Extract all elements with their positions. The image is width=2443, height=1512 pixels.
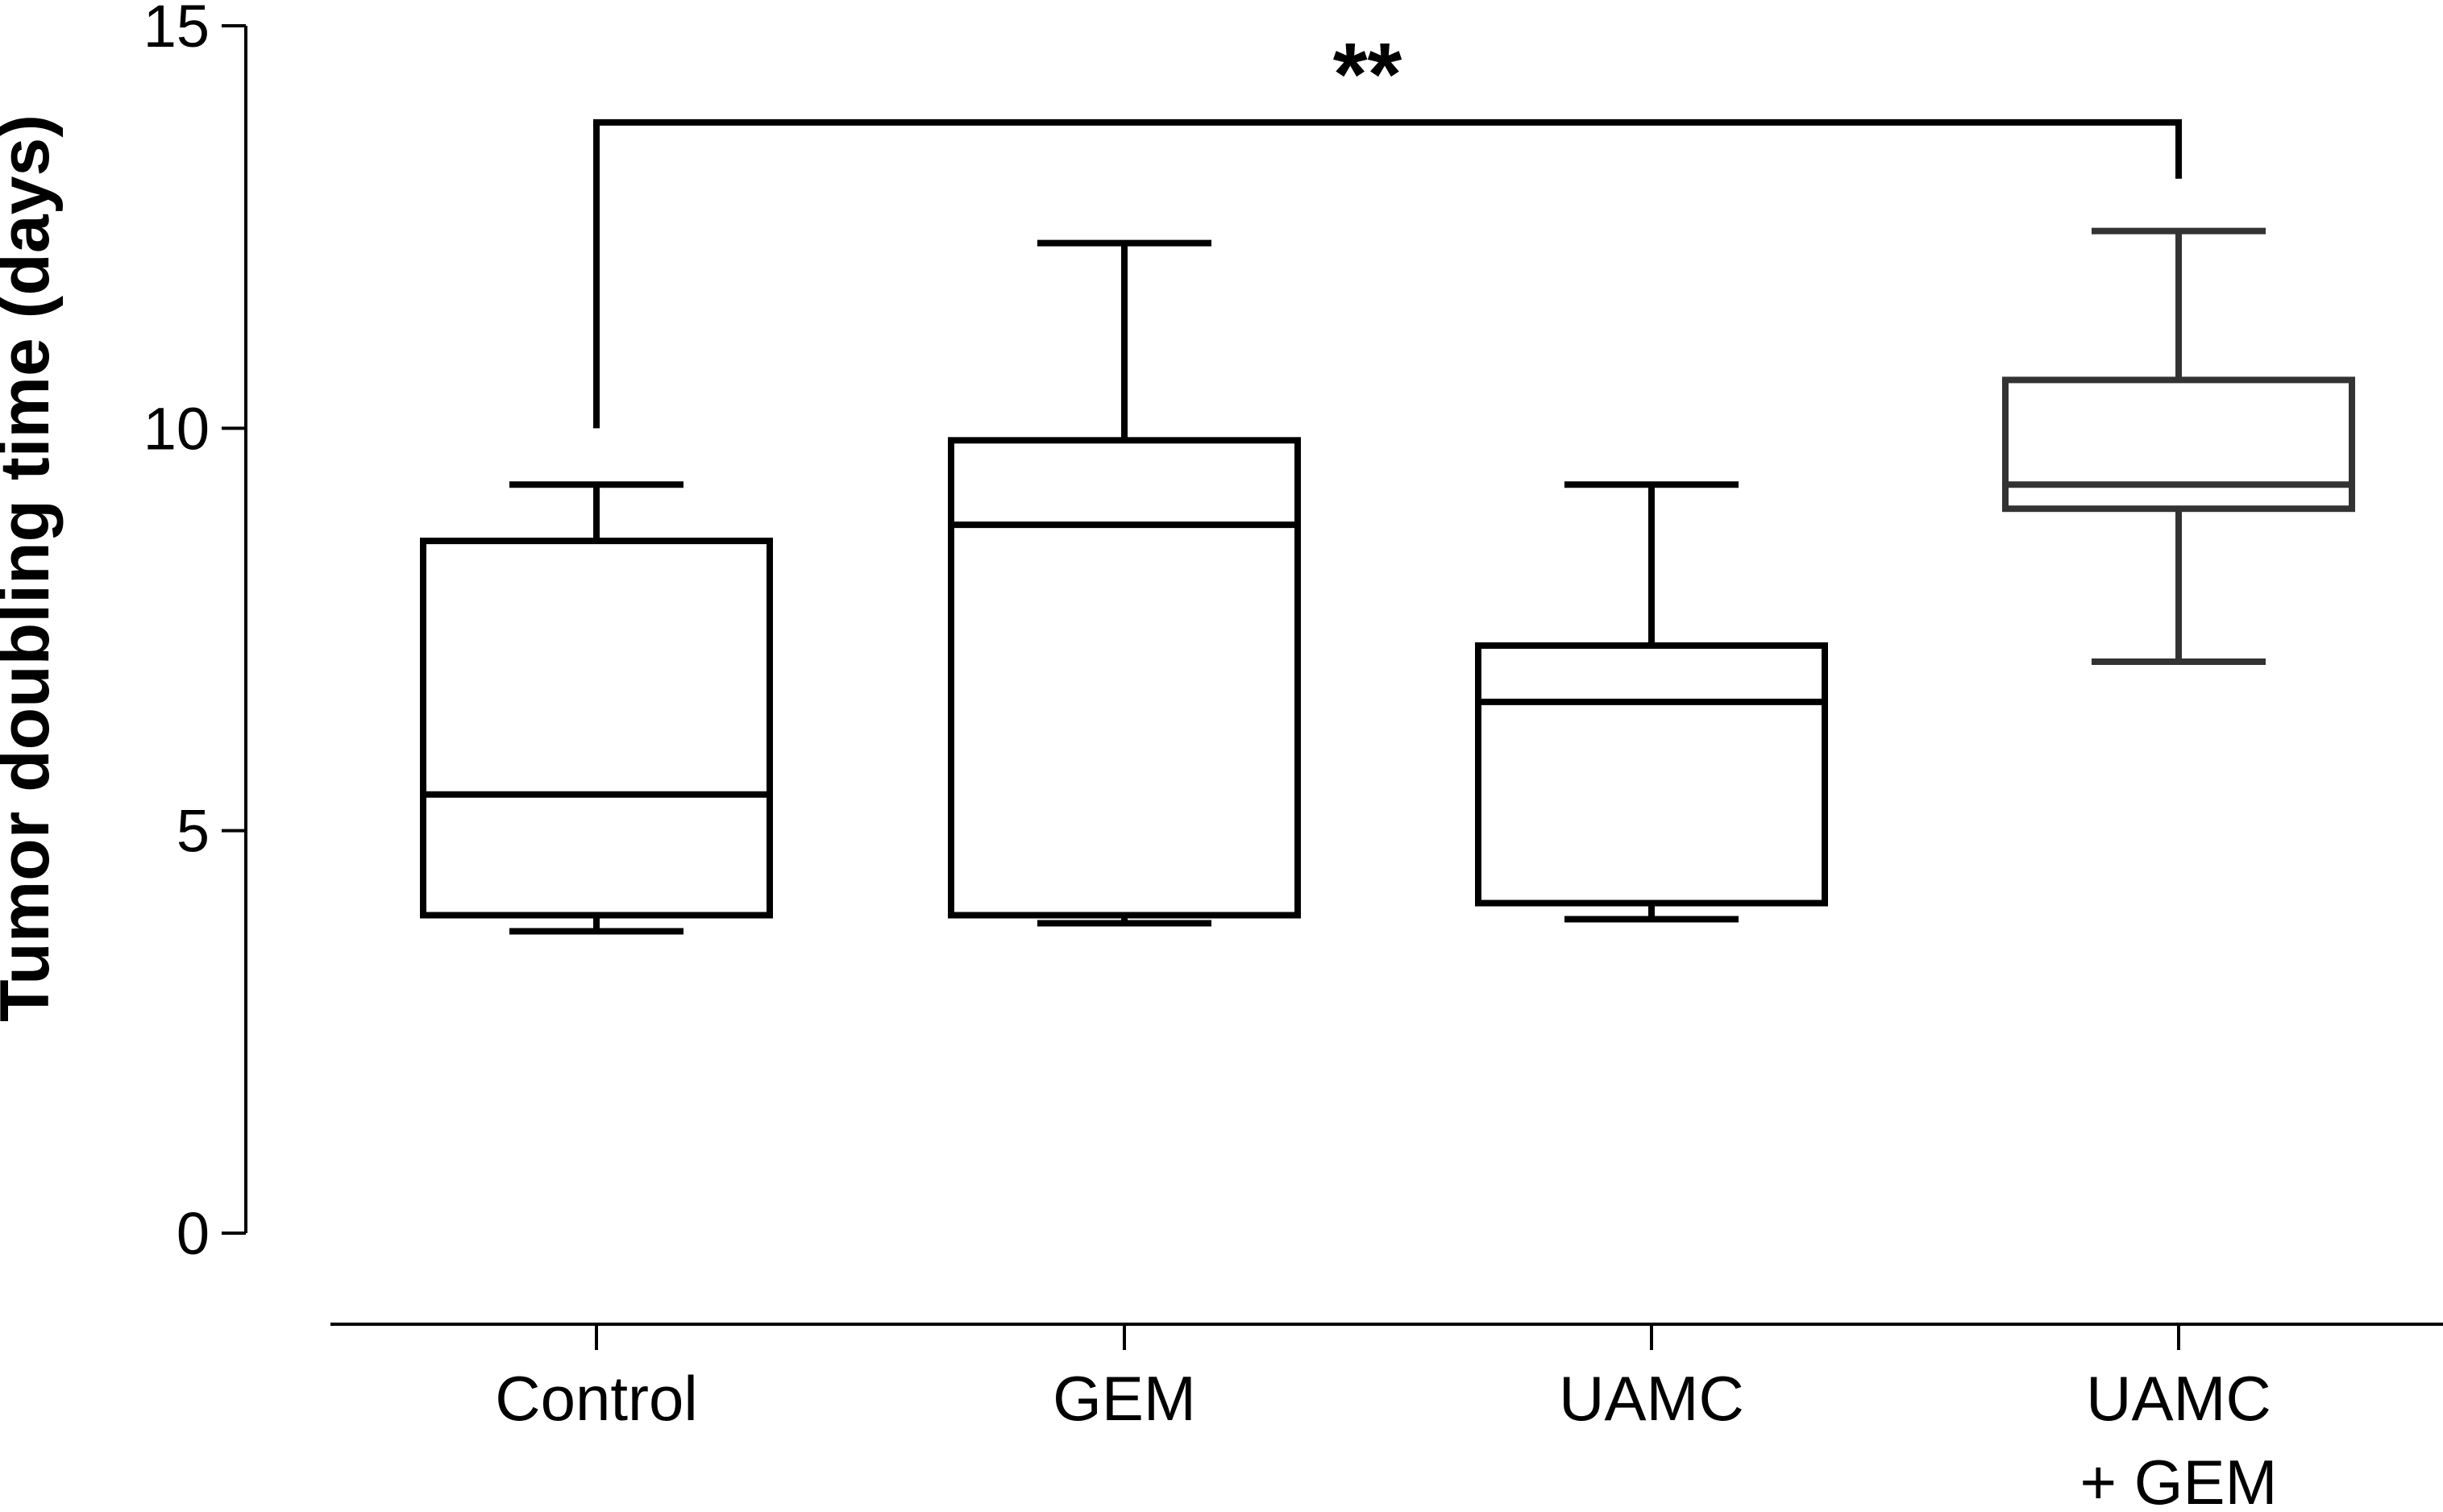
significance-bracket bbox=[593, 118, 2182, 429]
box-2 bbox=[948, 239, 1301, 927]
axes bbox=[222, 24, 2443, 1350]
significance-annotation: ** bbox=[593, 25, 2182, 429]
y-tick-label: 10 bbox=[143, 395, 210, 462]
significance-label: ** bbox=[1333, 25, 1402, 124]
y-axis-label: Tumor doubling time (days) bbox=[0, 114, 64, 1022]
x-tick-label: GEM bbox=[1053, 1363, 1196, 1434]
labels: Tumor doubling time (days) 0 5 10 15Control… bbox=[0, 0, 2278, 1512]
x-tick-label: Control bbox=[495, 1363, 697, 1434]
x-tick-label: UAMC bbox=[2086, 1363, 2271, 1434]
y-tick-label: 0 bbox=[177, 1200, 210, 1267]
box-4 bbox=[2002, 227, 2355, 665]
iqr-box bbox=[420, 538, 773, 919]
iqr-box bbox=[2002, 376, 2355, 513]
y-tick-label: 15 bbox=[143, 0, 210, 60]
boxes bbox=[420, 227, 2355, 935]
box-3 bbox=[1475, 481, 1828, 923]
x-tick-label: UAMC bbox=[1559, 1363, 1744, 1434]
x-tick-label: + GEM bbox=[2080, 1447, 2278, 1508]
iqr-box bbox=[1475, 642, 1828, 907]
iqr-box bbox=[948, 437, 1301, 919]
y-tick-label: 5 bbox=[177, 798, 210, 865]
box-1 bbox=[420, 481, 773, 935]
